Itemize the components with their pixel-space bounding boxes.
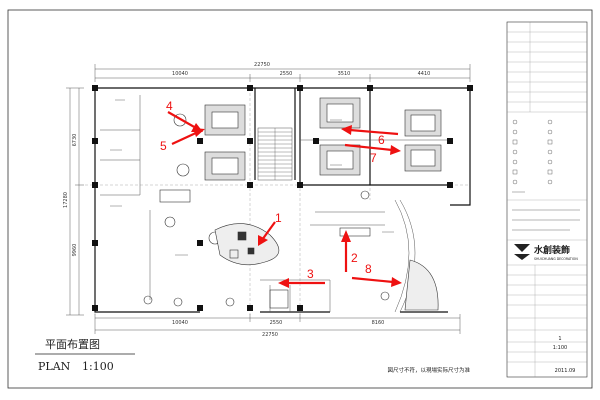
arrow-8-label: 8 xyxy=(365,262,372,276)
bottom-dim-2: 2550 xyxy=(270,320,283,326)
arrow-2-label: 2 xyxy=(351,251,358,265)
logo-cn: 水創装飾 xyxy=(534,244,570,256)
arrow-7-label: 7 xyxy=(370,151,377,165)
top-dim-1: 10040 xyxy=(172,71,188,77)
sheet-number: 1 xyxy=(558,336,561,342)
bottom-overall-dim: 22750 xyxy=(262,332,278,338)
legend-symbols xyxy=(512,119,580,231)
top-overall-dim: 22750 xyxy=(254,62,270,68)
drawing-date: 2011.09 xyxy=(555,368,576,374)
bottom-dimensions: 10040 2550 8160 22750 xyxy=(94,314,461,338)
arrow-7: 7 xyxy=(344,143,401,165)
arrow-8: 8 xyxy=(351,262,402,287)
plan-scale: 1:100 xyxy=(82,360,114,373)
arrow-2: 2 xyxy=(341,230,358,272)
furniture xyxy=(143,97,442,311)
title-scale-value: 1:100 xyxy=(553,345,567,351)
top-dimensions: 22750 10040 2550 3510 4410 xyxy=(94,62,471,82)
arrow-3: 3 xyxy=(278,267,325,288)
logo-mark-icon xyxy=(514,244,530,252)
red-arrows: 1 2 3 4 5 6 7 xyxy=(160,99,402,288)
logo-en: SHUICHUANG DECORATION xyxy=(534,257,578,261)
top-dim-2: 2550 xyxy=(280,71,293,77)
plan-title-en: PLAN xyxy=(38,360,71,373)
title-block: 水創装飾 SHUICHUANG DECORATION 1:100 1 2011.… xyxy=(506,21,588,378)
left-dim-2: 9960 xyxy=(72,244,78,257)
left-dimensions: 17280 6730 9960 xyxy=(63,87,84,316)
bottom-dim-3: 8160 xyxy=(372,320,385,326)
footer-note: 図尺寸不符，以現場实际尺寸为准 xyxy=(387,366,470,374)
room-labels xyxy=(110,99,394,256)
arrow-6: 6 xyxy=(341,125,399,147)
arrow-1: 1 xyxy=(258,211,282,246)
plan-title: 平面布置图 PLAN 1:100 xyxy=(35,338,135,373)
sheet-border xyxy=(7,9,593,389)
bottom-dim-1: 10040 xyxy=(172,320,188,326)
arrow-5-label: 5 xyxy=(160,139,167,153)
arrow-3-label: 3 xyxy=(307,267,314,281)
plan-title-cn: 平面布置图 xyxy=(45,338,100,351)
stairs xyxy=(257,127,293,181)
arrow-4: 4 xyxy=(166,99,203,132)
outer-walls xyxy=(94,87,471,313)
arrow-4-label: 4 xyxy=(166,99,173,113)
arrow-5: 5 xyxy=(160,128,205,153)
top-dim-4: 4410 xyxy=(418,71,431,77)
left-dim-1: 6730 xyxy=(72,134,78,147)
structural-columns xyxy=(92,85,473,311)
left-overall-dim: 17280 xyxy=(63,192,69,208)
arrow-6-label: 6 xyxy=(378,133,385,147)
arrow-1-label: 1 xyxy=(275,211,282,225)
company-logo: 水創装飾 SHUICHUANG DECORATION xyxy=(514,244,578,261)
top-dim-3: 3510 xyxy=(338,71,351,77)
